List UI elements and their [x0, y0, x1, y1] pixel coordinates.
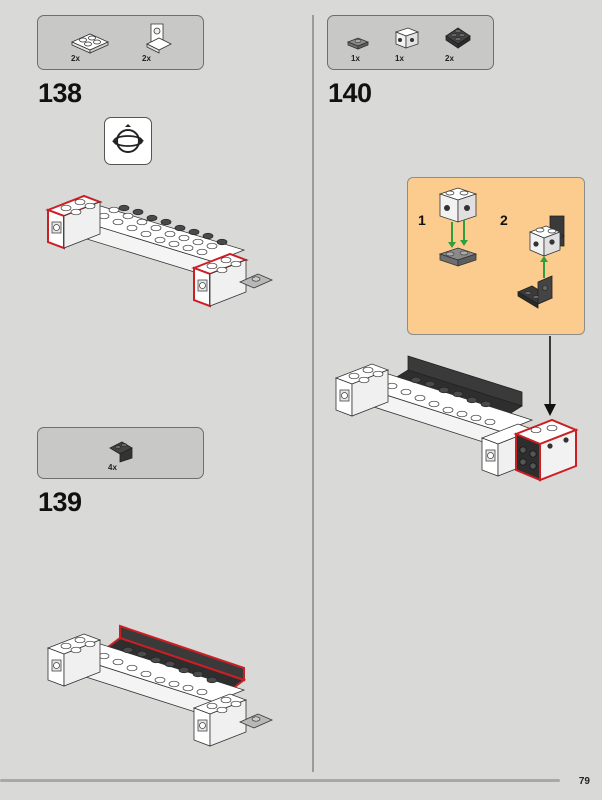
round-plate-icon [346, 37, 370, 50]
model-step-138 [45, 194, 273, 308]
model-step-139 [46, 624, 273, 747]
step-number-138: 138 [38, 78, 82, 108]
column-divider [312, 15, 314, 772]
rotate-model-icon [104, 117, 152, 165]
part-qty: 4x [108, 463, 117, 472]
part-qty: 2x [142, 54, 151, 63]
page-number: 79 [578, 776, 590, 787]
substep-2-illustration [517, 215, 566, 309]
substep-number: 2 [500, 212, 508, 228]
part-qty: 2x [71, 54, 80, 63]
sub-assembly-callout: 1 2 [407, 177, 585, 335]
plate-2x2-icon [71, 33, 109, 54]
parts-list-step-139: 4x [37, 427, 204, 479]
step-number-139: 139 [38, 487, 82, 517]
part-qty: 2x [445, 54, 454, 63]
plate-dark-icon [445, 27, 471, 49]
model-step-140 [334, 355, 579, 482]
placement-arrow [544, 336, 556, 416]
part-qty: 1x [395, 54, 404, 63]
substep-1-illustration [438, 187, 478, 267]
parts-list-step-138: 2x 2x [37, 15, 204, 70]
step-number-140: 140 [328, 78, 372, 108]
part-qty: 1x [351, 54, 360, 63]
footer-rule [0, 779, 560, 782]
brick-1x2-icon [394, 27, 420, 49]
bracket-dark-icon [109, 441, 133, 463]
substep-number: 1 [418, 212, 426, 228]
bracket-icon [146, 23, 172, 54]
parts-list-step-140: 1x 1x 2x [327, 15, 494, 70]
